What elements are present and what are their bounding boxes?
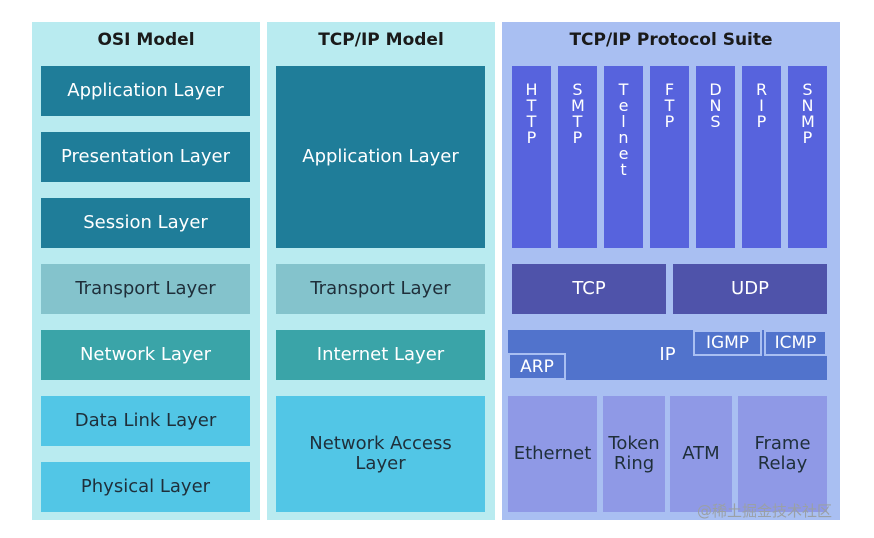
osi-data-link-layer: Data Link Layer — [41, 396, 250, 446]
osi-transport-layer: Transport Layer — [41, 264, 250, 314]
protocol-tcp: TCP — [512, 264, 666, 314]
protocol-suite-title: TCP/IP Protocol Suite — [569, 30, 773, 50]
protocol-smtp: SMTP — [558, 66, 597, 248]
protocol-ethernet: Ethernet — [508, 396, 597, 512]
protocol-atm: ATM — [670, 396, 732, 512]
tcpip-internet-layer: Internet Layer — [276, 330, 485, 380]
protocol-frame-relay: Frame Relay — [738, 396, 827, 512]
tcpip-model-title: TCP/IP Model — [318, 30, 444, 50]
tcpip-application-layer: Application Layer — [276, 66, 485, 248]
osi-application-layer: Application Layer — [41, 66, 250, 116]
protocol-udp: UDP — [673, 264, 827, 314]
osi-presentation-layer: Presentation Layer — [41, 132, 250, 182]
osi-network-layer: Network Layer — [41, 330, 250, 380]
protocol-http: HTTP — [512, 66, 551, 248]
protocol-token-ring: Token Ring — [603, 396, 665, 512]
osi-model-title: OSI Model — [97, 30, 195, 50]
watermark: @稀土掘金技术社区 — [697, 502, 833, 520]
protocol-arp: ARP — [508, 353, 566, 380]
protocol-telnet: Telnet — [604, 66, 643, 248]
osi-physical-layer: Physical Layer — [41, 462, 250, 512]
tcpip-network-access-layer: Network Access Layer — [276, 396, 485, 512]
protocol-igmp: IGMP — [693, 330, 762, 356]
protocol-ftp: FTP — [650, 66, 689, 248]
tcpip-transport-layer: Transport Layer — [276, 264, 485, 314]
protocol-icmp: ICMP — [764, 330, 827, 356]
protocol-rip: RIP — [742, 66, 781, 248]
osi-session-layer: Session Layer — [41, 198, 250, 248]
protocol-snmp: SNMP — [788, 66, 827, 248]
protocol-dns: DNS — [696, 66, 735, 248]
